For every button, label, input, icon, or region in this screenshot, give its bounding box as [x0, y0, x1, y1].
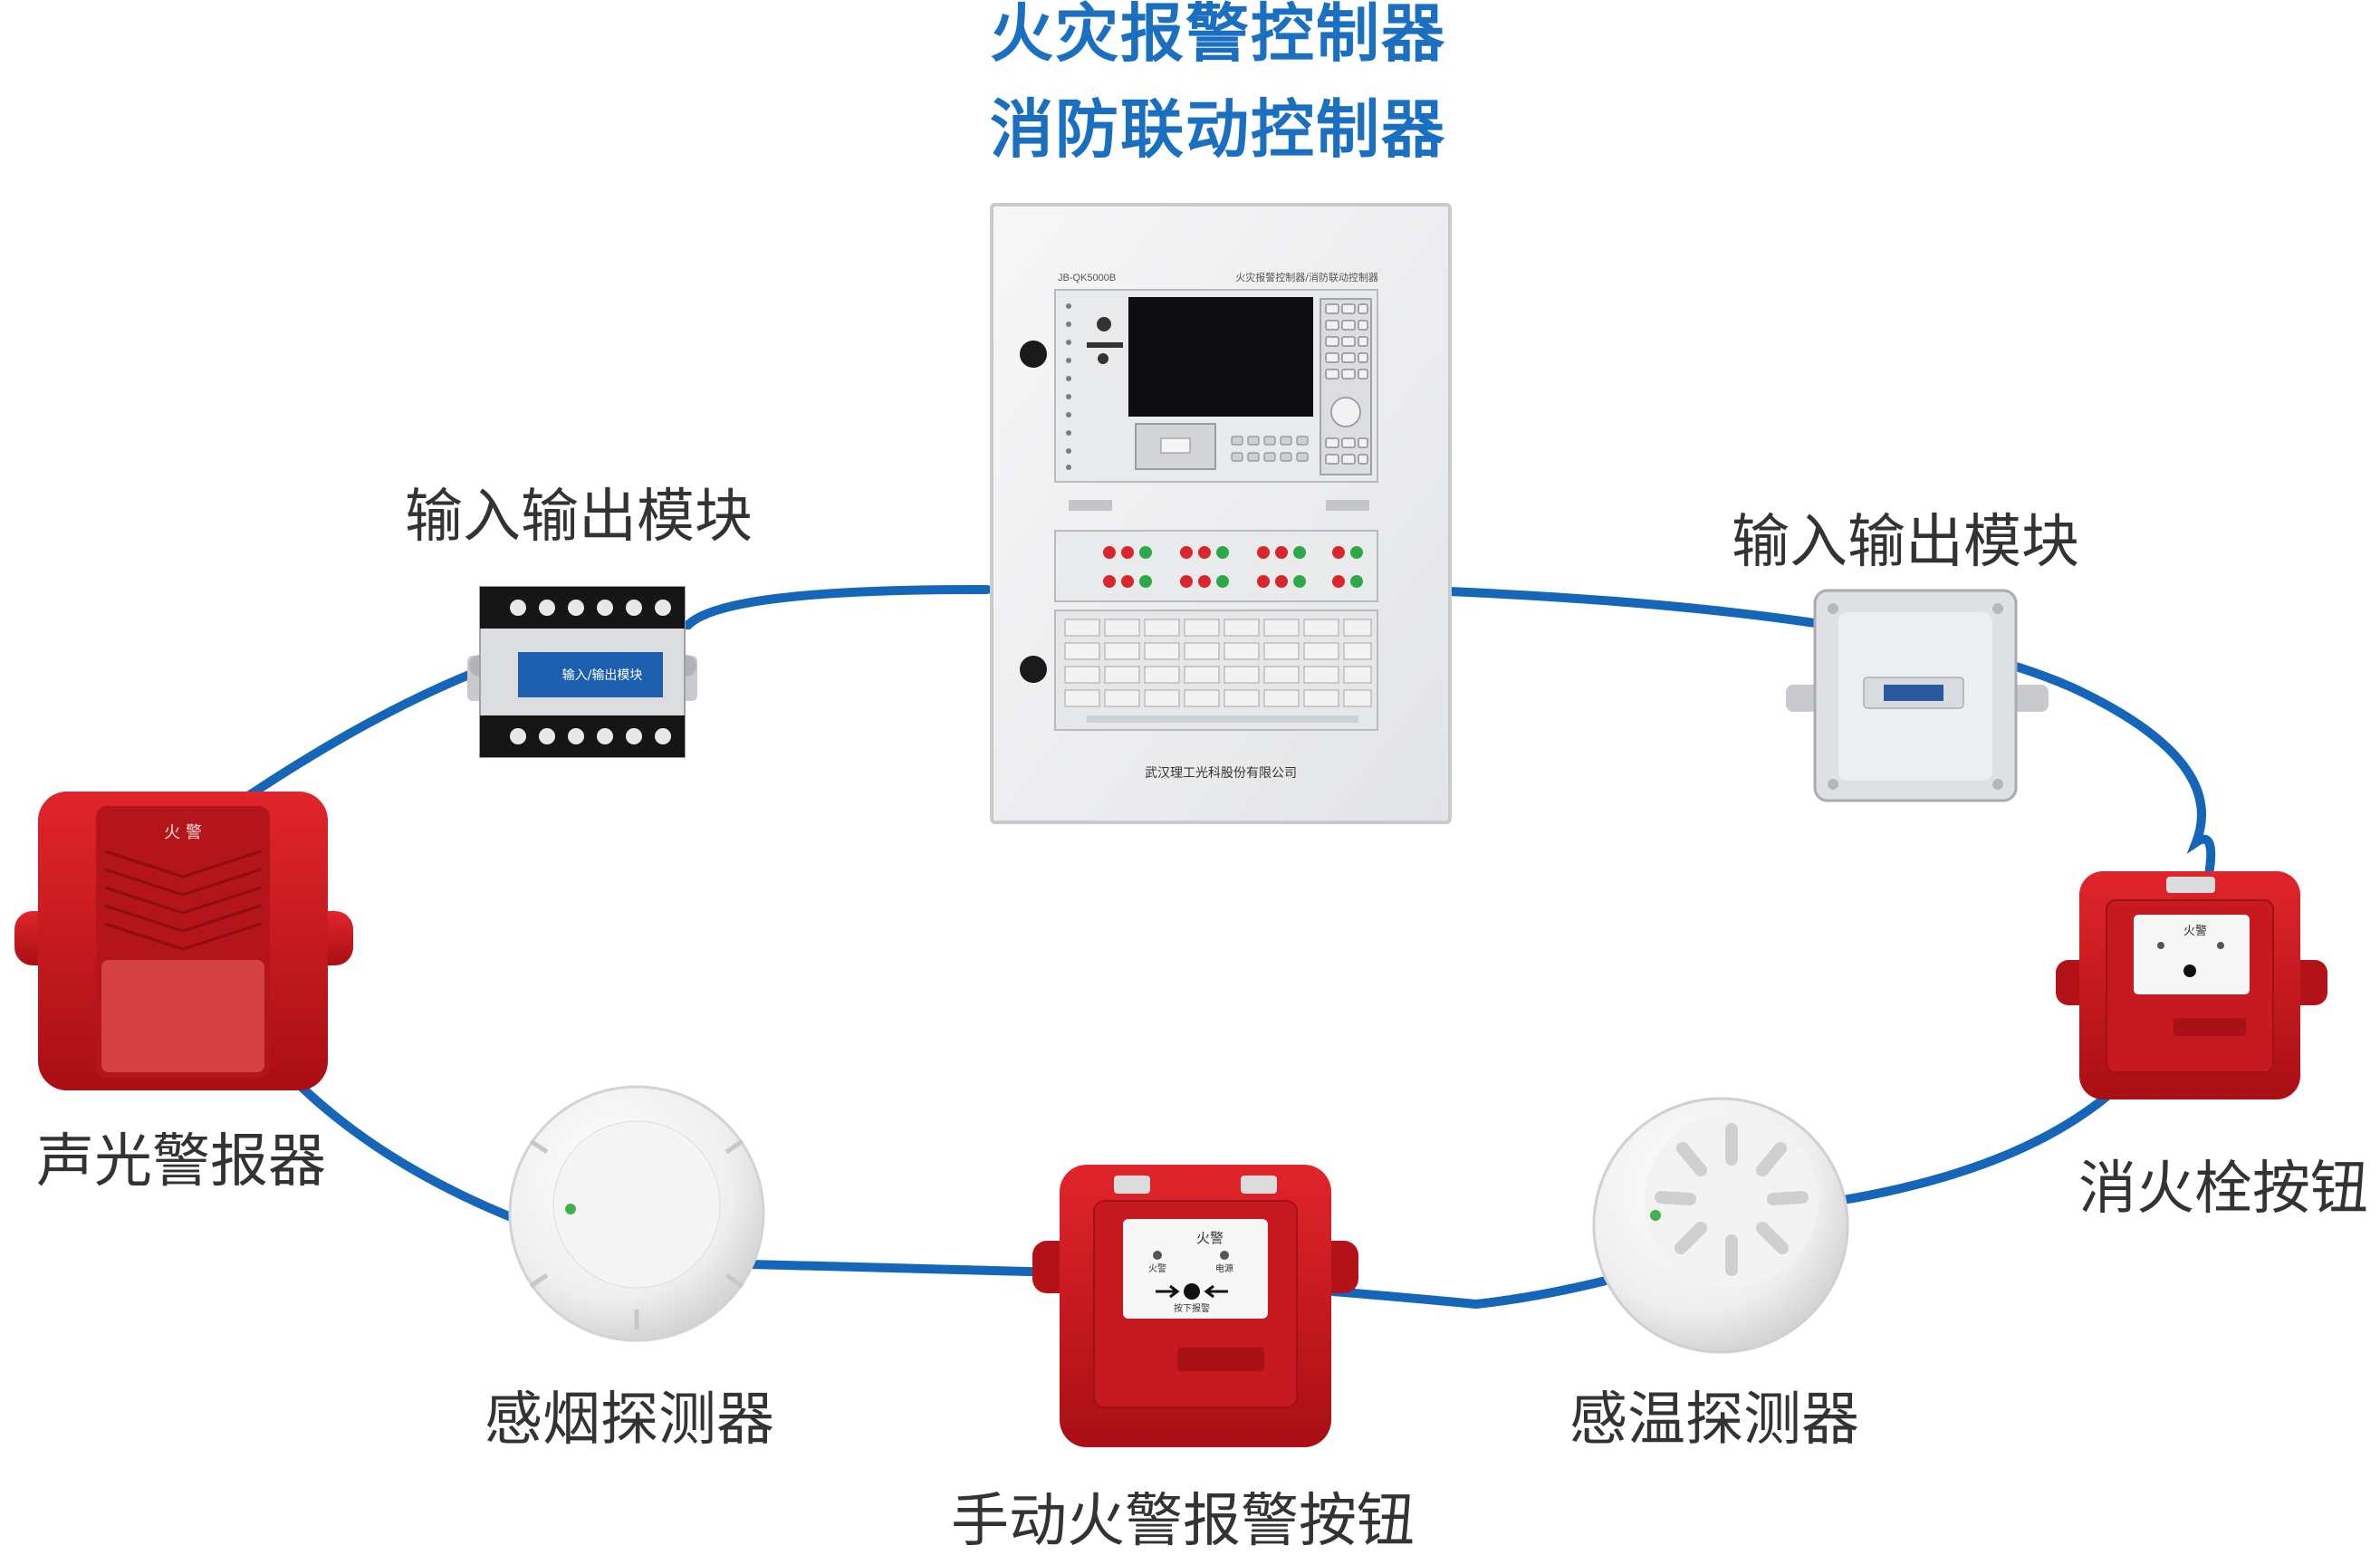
label-heat-detector: 感温探测器	[1569, 1387, 1859, 1454]
vent-left	[1069, 500, 1112, 511]
controller-lcd-screen	[1128, 297, 1313, 417]
label-io-module-left: 输入输出模块	[405, 484, 753, 551]
label-io-module-right: 输入输出模块	[1732, 509, 2079, 576]
manual-button-head-text: 火警	[1196, 1230, 1224, 1246]
manual-alarm-button-device: 火警 火警 电源 按下报警	[1032, 1165, 1358, 1447]
hydrant-button-device: 火警	[2056, 871, 2327, 1099]
indicator-led-column	[1066, 303, 1071, 470]
controller-maker: 武汉理工光科股份有限公司	[1145, 766, 1297, 781]
label-hydrant-button: 消火栓按钮	[2078, 1156, 2368, 1223]
hydrant-button-head-text: 火警	[2183, 924, 2207, 938]
manual-button-led-fire: 火警	[1148, 1262, 1166, 1274]
manual-control-grid	[1054, 610, 1378, 731]
label-sound-light-alarm: 声光警报器	[36, 1128, 326, 1195]
io-module-left-device: 输入/输出模块	[467, 586, 697, 758]
controller-model: JB-QK5000B	[1058, 273, 1116, 283]
alarm-badge-text: 火 警	[164, 823, 202, 842]
label-manual-alarm-button: 手动火警报警按钮	[951, 1488, 1415, 1555]
panel-lock-top	[1020, 341, 1047, 368]
heat-detector-device	[1592, 1097, 1849, 1354]
smoke-detector-led	[565, 1204, 576, 1214]
smoke-detector-device	[508, 1085, 765, 1342]
manual-button-hint: 按下报警	[1174, 1302, 1210, 1314]
io-module-plate-text: 输入/输出模块	[562, 668, 643, 683]
linkage-control-row	[1054, 530, 1378, 602]
controller-name: 火灾报警控制器/消防联动控制器	[1235, 271, 1378, 283]
label-smoke-detector: 感烟探测器	[485, 1387, 774, 1454]
heat-detector-led	[1650, 1210, 1661, 1221]
panel-lock-bottom	[1020, 656, 1047, 683]
title-fire-alarm-controller: 火灾报警控制器	[990, 0, 1446, 71]
fire-alarm-controller-panel: JB-QK5000B 火灾报警控制器/消防联动控制器	[990, 203, 1452, 824]
sound-light-alarm-device: 火 警	[14, 792, 353, 1090]
vent-right	[1326, 500, 1369, 511]
io-module-right-device	[1786, 589, 2049, 802]
controller-keypad	[1320, 298, 1372, 475]
title-fire-linkage-controller: 消防联动控制器	[990, 92, 1446, 167]
manual-button-led-power: 电源	[1215, 1262, 1233, 1274]
